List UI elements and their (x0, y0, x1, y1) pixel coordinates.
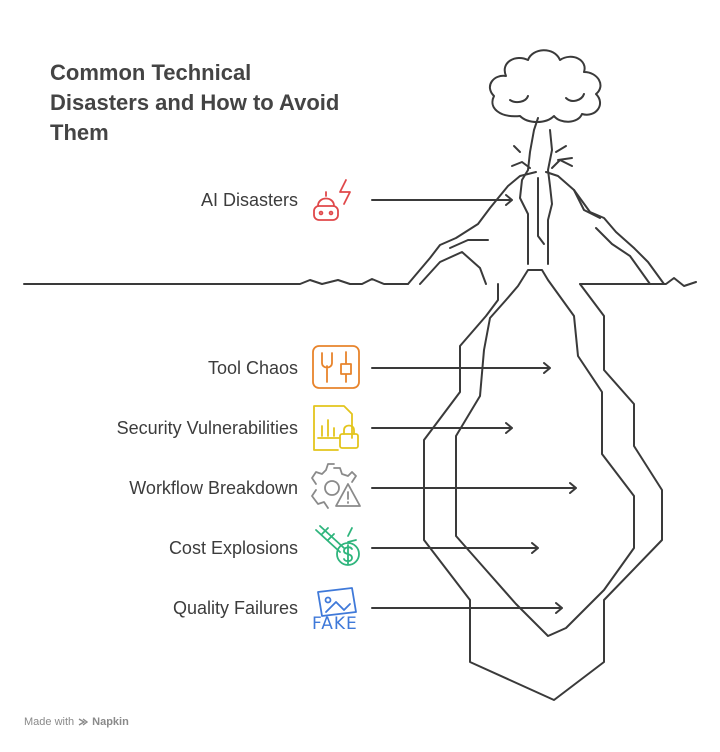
label-cost-explosions: Cost Explosions (169, 537, 298, 559)
arrow-ai-disasters (372, 195, 512, 205)
footer: Made with Napkin (24, 716, 129, 728)
napkin-brand: Napkin (92, 716, 129, 728)
eruption-splash (514, 146, 572, 160)
mountain-outline (408, 172, 664, 284)
cave-outer (424, 284, 662, 700)
volcano-vent (512, 160, 572, 168)
label-security-vulnerabilities: Security Vulnerabilities (117, 417, 298, 439)
wrench-tools-icon (313, 346, 359, 388)
fake-text: FAKE (312, 614, 358, 634)
made-with-text: Made with (24, 716, 74, 728)
eruption-cloud-detail (510, 94, 584, 102)
label-tool-chaos: Tool Chaos (208, 357, 298, 379)
napkin-logo-icon (78, 717, 88, 727)
cave-inner (456, 270, 634, 636)
locked-document-icon (314, 406, 358, 450)
label-quality-failures: Quality Failures (173, 597, 298, 619)
arrow-workflow (372, 483, 576, 493)
volcano-vent (520, 118, 538, 264)
arrow-cost (372, 543, 538, 553)
mountain-ridge (450, 240, 488, 248)
label-workflow-breakdown: Workflow Breakdown (129, 477, 298, 499)
arrows (372, 195, 576, 613)
ground-line (24, 278, 696, 286)
volcano-vent (538, 178, 544, 244)
fake-image-icon (318, 588, 356, 616)
gear-warning-icon (312, 464, 360, 508)
eruption-cloud (490, 50, 601, 122)
arrow-quality (372, 603, 562, 613)
label-ai-disasters: AI Disasters (201, 189, 298, 211)
dollar-explosion-icon (316, 526, 359, 565)
robot-alert-icon (314, 180, 350, 220)
arrow-security (372, 423, 512, 433)
volcano-vent (548, 130, 552, 264)
